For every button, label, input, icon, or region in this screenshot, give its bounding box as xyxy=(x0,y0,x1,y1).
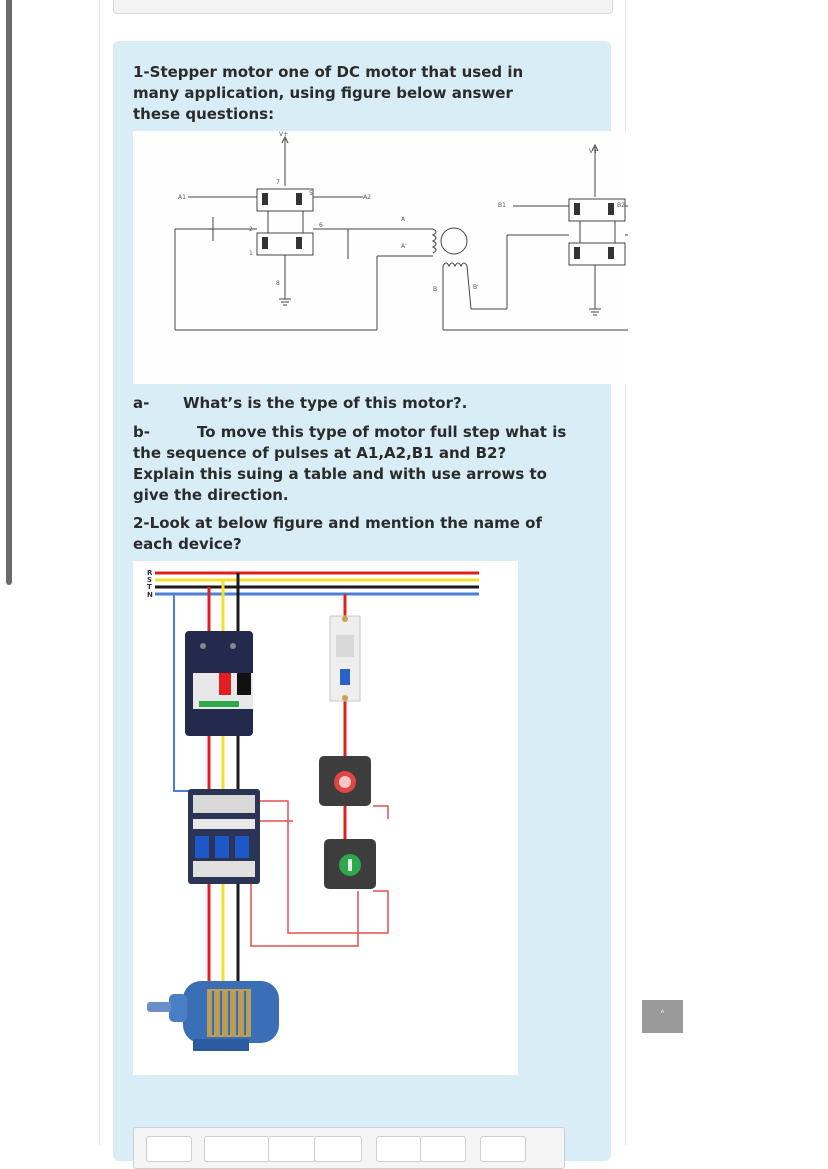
vplus-label-left: V+ xyxy=(279,131,288,138)
b2-label: B2 xyxy=(617,202,625,209)
wiring-diagram-svg: R S T N xyxy=(147,569,479,1051)
stepper-circuit-svg: V+ A1 A2 A A' B B' V+ B1 B2 7 5 2 6 1 8 xyxy=(174,131,679,331)
motor-protection-breaker xyxy=(185,631,253,736)
phase-r-label: R xyxy=(147,569,153,577)
stepper-motor-circuit-figure: V+ A1 A2 A A' B B' V+ B1 B2 7 5 2 6 1 8 xyxy=(133,131,679,384)
toolbar-button-4[interactable] xyxy=(314,1136,362,1162)
start-push-button xyxy=(324,839,376,889)
previous-question-footer xyxy=(113,0,613,14)
toolbar-button-3[interactable] xyxy=(268,1136,316,1162)
a1-label: A1 xyxy=(178,194,186,201)
gate-8-label: 8 xyxy=(276,280,280,287)
gate-6-label: 6 xyxy=(319,222,323,229)
question-a: a- What’s is the type of this motor?. xyxy=(133,393,573,414)
question-b: b- To move this type of motor full step w… xyxy=(133,422,573,506)
phase-s-label: S xyxy=(147,576,152,584)
chevron-up-icon: ˄ xyxy=(659,1009,666,1023)
a-prime-label: A' xyxy=(401,243,407,250)
column-divider-left xyxy=(99,0,100,1145)
a2-label: A2 xyxy=(363,194,371,201)
gate-1-label: 1 xyxy=(249,250,253,257)
question-card: 1-Stepper motor one of DC motor that use… xyxy=(113,41,679,1169)
question-a-label: a- xyxy=(133,394,150,412)
toolbar-button-6[interactable] xyxy=(420,1136,466,1162)
contactor xyxy=(188,789,260,884)
phase-t-label: T xyxy=(147,583,152,591)
toolbar-button-5[interactable] xyxy=(376,1136,422,1162)
question-b-text-first: To move this type of motor full step wha… xyxy=(197,423,547,441)
toolbar-button-7[interactable] xyxy=(480,1136,526,1162)
column-divider-right xyxy=(625,0,626,1145)
scroll-to-top-button[interactable]: ˄ xyxy=(642,1000,683,1033)
page-scrollbar[interactable] xyxy=(6,0,12,585)
motor-control-wiring-figure: R S T N xyxy=(133,561,518,1075)
question-a-text: What’s is the type of this motor?. xyxy=(183,394,468,412)
three-phase-motor xyxy=(147,981,279,1051)
answer-toolbar xyxy=(133,1127,565,1169)
question-1-text: 1-Stepper motor one of DC motor that use… xyxy=(133,63,524,123)
question-2-text: 2-Look at below figure and mention the n… xyxy=(133,514,542,553)
miniature-circuit-breaker xyxy=(329,615,361,702)
neutral-n-label: N xyxy=(147,591,153,599)
gate-5-label: 5 xyxy=(309,190,313,197)
question-b-text-rest: is the sequence of pulses at A1,A2,B1 an… xyxy=(133,423,567,504)
b-prime-label: B' xyxy=(473,284,479,291)
gate-2-label: 2 xyxy=(249,226,253,233)
vplus-label-right: V+ xyxy=(589,148,598,155)
b1-label: B1 xyxy=(498,202,506,209)
b-label: B xyxy=(433,286,437,293)
toolbar-button-1[interactable] xyxy=(146,1136,192,1162)
toolbar-button-2[interactable] xyxy=(204,1136,270,1162)
gate-7-label: 7 xyxy=(276,179,280,186)
stop-push-button xyxy=(319,756,371,806)
a-label: A xyxy=(401,216,406,223)
question-b-label: b- xyxy=(133,423,150,441)
